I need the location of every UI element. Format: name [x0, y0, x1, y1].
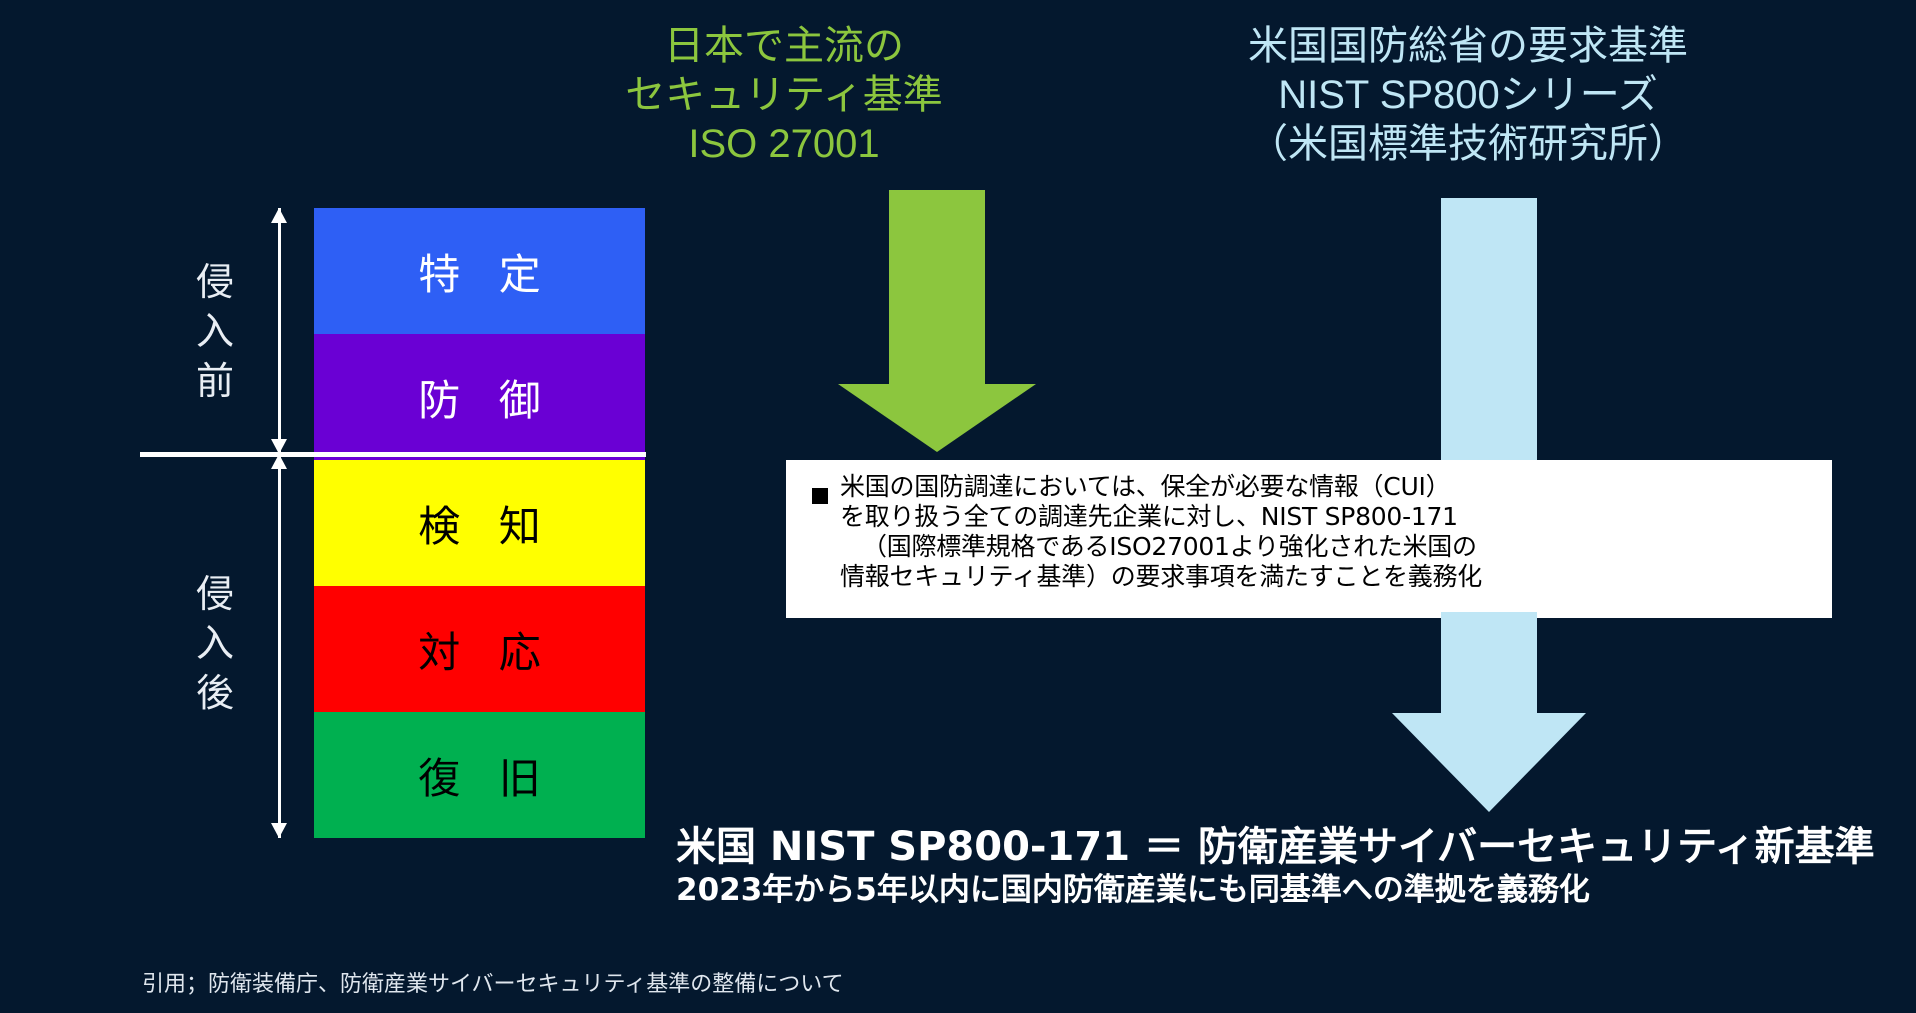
nist-down-arrow-head-icon	[1392, 612, 1586, 812]
band-recover: 復 旧	[314, 712, 645, 838]
arrow-tip	[1392, 713, 1586, 812]
callout-line-4: 情報セキュリティ基準）の要求事項を満たすことを義務化	[840, 562, 1483, 591]
band-detect: 検 知	[314, 460, 645, 586]
arrow-head-up-icon	[271, 454, 287, 469]
post-breach-axis-arrow	[270, 454, 288, 838]
source-citation: 引用；防衛装備庁、防衛産業サイバーセキュリティ基準の整備について	[142, 972, 844, 997]
callout-line-3: （国際標準規格であるISO27001より強化された米国の	[862, 532, 1477, 561]
arrow-head-down-icon	[271, 823, 287, 838]
conclusion-line-1: 米国 NIST SP800-171 ＝ 防衛産業サイバーセキュリティ新基準	[676, 824, 1875, 870]
iso-heading-line-3: ISO 27001	[688, 121, 880, 166]
pre-breach-label: 侵入前	[195, 260, 234, 403]
arrow-head-down-icon	[271, 439, 287, 454]
callout-text: 米国の国防調達においては、保全が必要な情報（CUI） を取り扱う全ての調達先企業…	[840, 472, 1816, 592]
band-identify: 特 定	[314, 208, 645, 334]
callout-line-2: を取り扱う全ての調達先企業に対し、NIST SP800-171	[840, 502, 1458, 531]
conclusion-text: 米国 NIST SP800-171 ＝ 防衛産業サイバーセキュリティ新基準 20…	[676, 824, 1906, 910]
conclusion-line-2: 2023年から5年以内に国内防衛産業にも同基準への準拠を義務化	[676, 872, 1590, 909]
axis-shaft	[278, 208, 281, 454]
nist-heading-line-2: NIST SP800シリーズ	[1278, 72, 1658, 117]
axis-shaft	[278, 454, 281, 838]
nist-standard-heading: 米国国防総省の要求基準 NIST SP800シリーズ （米国標準技術研究所）	[1180, 22, 1756, 168]
nist-heading-line-1: 米国国防総省の要求基準	[1248, 24, 1688, 68]
maturity-band-stack: 特 定 防 御 検 知 対 応 復 旧	[314, 208, 645, 838]
post-breach-label: 侵入後	[195, 572, 234, 715]
arrow-tip	[838, 384, 1036, 452]
band-protect: 防 御	[314, 334, 645, 460]
arrow-shaft	[1441, 612, 1537, 713]
iso-down-arrow-icon	[838, 190, 1036, 452]
arrow-head-up-icon	[271, 208, 287, 223]
cui-requirement-callout: 米国の国防調達においては、保全が必要な情報（CUI） を取り扱う全ての調達先企業…	[786, 460, 1832, 618]
breach-divider-line	[140, 452, 646, 457]
iso-heading-line-2: セキュリティ基準	[625, 72, 943, 117]
nist-heading-line-3: （米国標準技術研究所）	[1248, 121, 1688, 166]
square-bullet-icon	[812, 488, 828, 504]
iso-heading-line-1: 日本で主流の	[664, 24, 904, 68]
pre-breach-axis-arrow	[270, 208, 288, 454]
callout-line-1: 米国の国防調達においては、保全が必要な情報（CUI）	[840, 472, 1451, 501]
arrow-shaft	[889, 190, 985, 384]
iso-standard-heading: 日本で主流の セキュリティ基準 ISO 27001	[574, 22, 994, 168]
band-respond: 対 応	[314, 586, 645, 712]
